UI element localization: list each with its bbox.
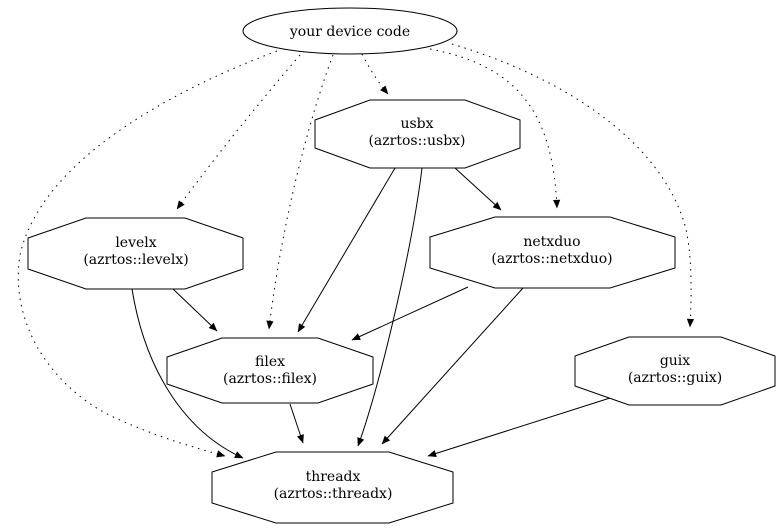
edge-levelx-threadx [131, 288, 244, 459]
node-filex: filex (azrtos::filex) [166, 337, 374, 404]
node-usbx: usbx (azrtos::usbx) [314, 99, 521, 169]
edge-device-levelx [176, 54, 301, 210]
edge-netxduo-threadx [381, 287, 524, 445]
node-levelx: levelx (azrtos::levelx) [27, 217, 244, 290]
node-filex-shape [166, 337, 374, 404]
node-your-device-code-label: your device code [289, 24, 410, 40]
node-usbx-sublabel: (azrtos::usbx) [368, 133, 465, 149]
node-filex-label: filex [255, 354, 285, 370]
edge-device-usbx [361, 53, 389, 95]
edge-usbx-threadx [357, 167, 423, 447]
node-your-device-code: your device code [242, 7, 458, 55]
node-threadx-sublabel: (azrtos::threadx) [274, 486, 393, 502]
edge-usbx-netxduo [454, 167, 502, 211]
node-netxduo-shape [429, 216, 676, 289]
edge-levelx-filex [172, 288, 218, 332]
node-usbx-label: usbx [400, 116, 433, 132]
edge-filex-threadx [289, 403, 304, 444]
node-threadx-shape [211, 451, 454, 524]
node-netxduo-label: netxduo [523, 234, 580, 250]
edge-device-filex [266, 54, 334, 330]
edge-netxduo-filex [351, 286, 469, 341]
node-filex-sublabel: (azrtos::filex) [223, 371, 317, 387]
node-threadx: threadx (azrtos::threadx) [211, 451, 454, 524]
edge-device-guix [451, 43, 695, 328]
node-usbx-shape [314, 99, 521, 169]
node-guix: guix (azrtos::guix) [574, 336, 776, 406]
node-netxduo-sublabel: (azrtos::netxduo) [491, 251, 612, 267]
node-guix-label: guix [660, 353, 690, 369]
node-levelx-shape [27, 217, 244, 290]
node-guix-shape [574, 336, 776, 406]
node-netxduo: netxduo (azrtos::netxduo) [429, 216, 676, 289]
node-levelx-label: levelx [115, 235, 156, 251]
node-guix-sublabel: (azrtos::guix) [628, 370, 722, 386]
edge-guix-threadx [427, 397, 611, 457]
edge-device-netxduo [429, 48, 561, 209]
node-levelx-sublabel: (azrtos::levelx) [83, 252, 188, 268]
edge-usbx-filex [297, 167, 396, 333]
node-threadx-label: threadx [306, 469, 361, 485]
edge-device-threadx [17, 50, 278, 458]
node-your-device-code-shape [242, 7, 458, 55]
